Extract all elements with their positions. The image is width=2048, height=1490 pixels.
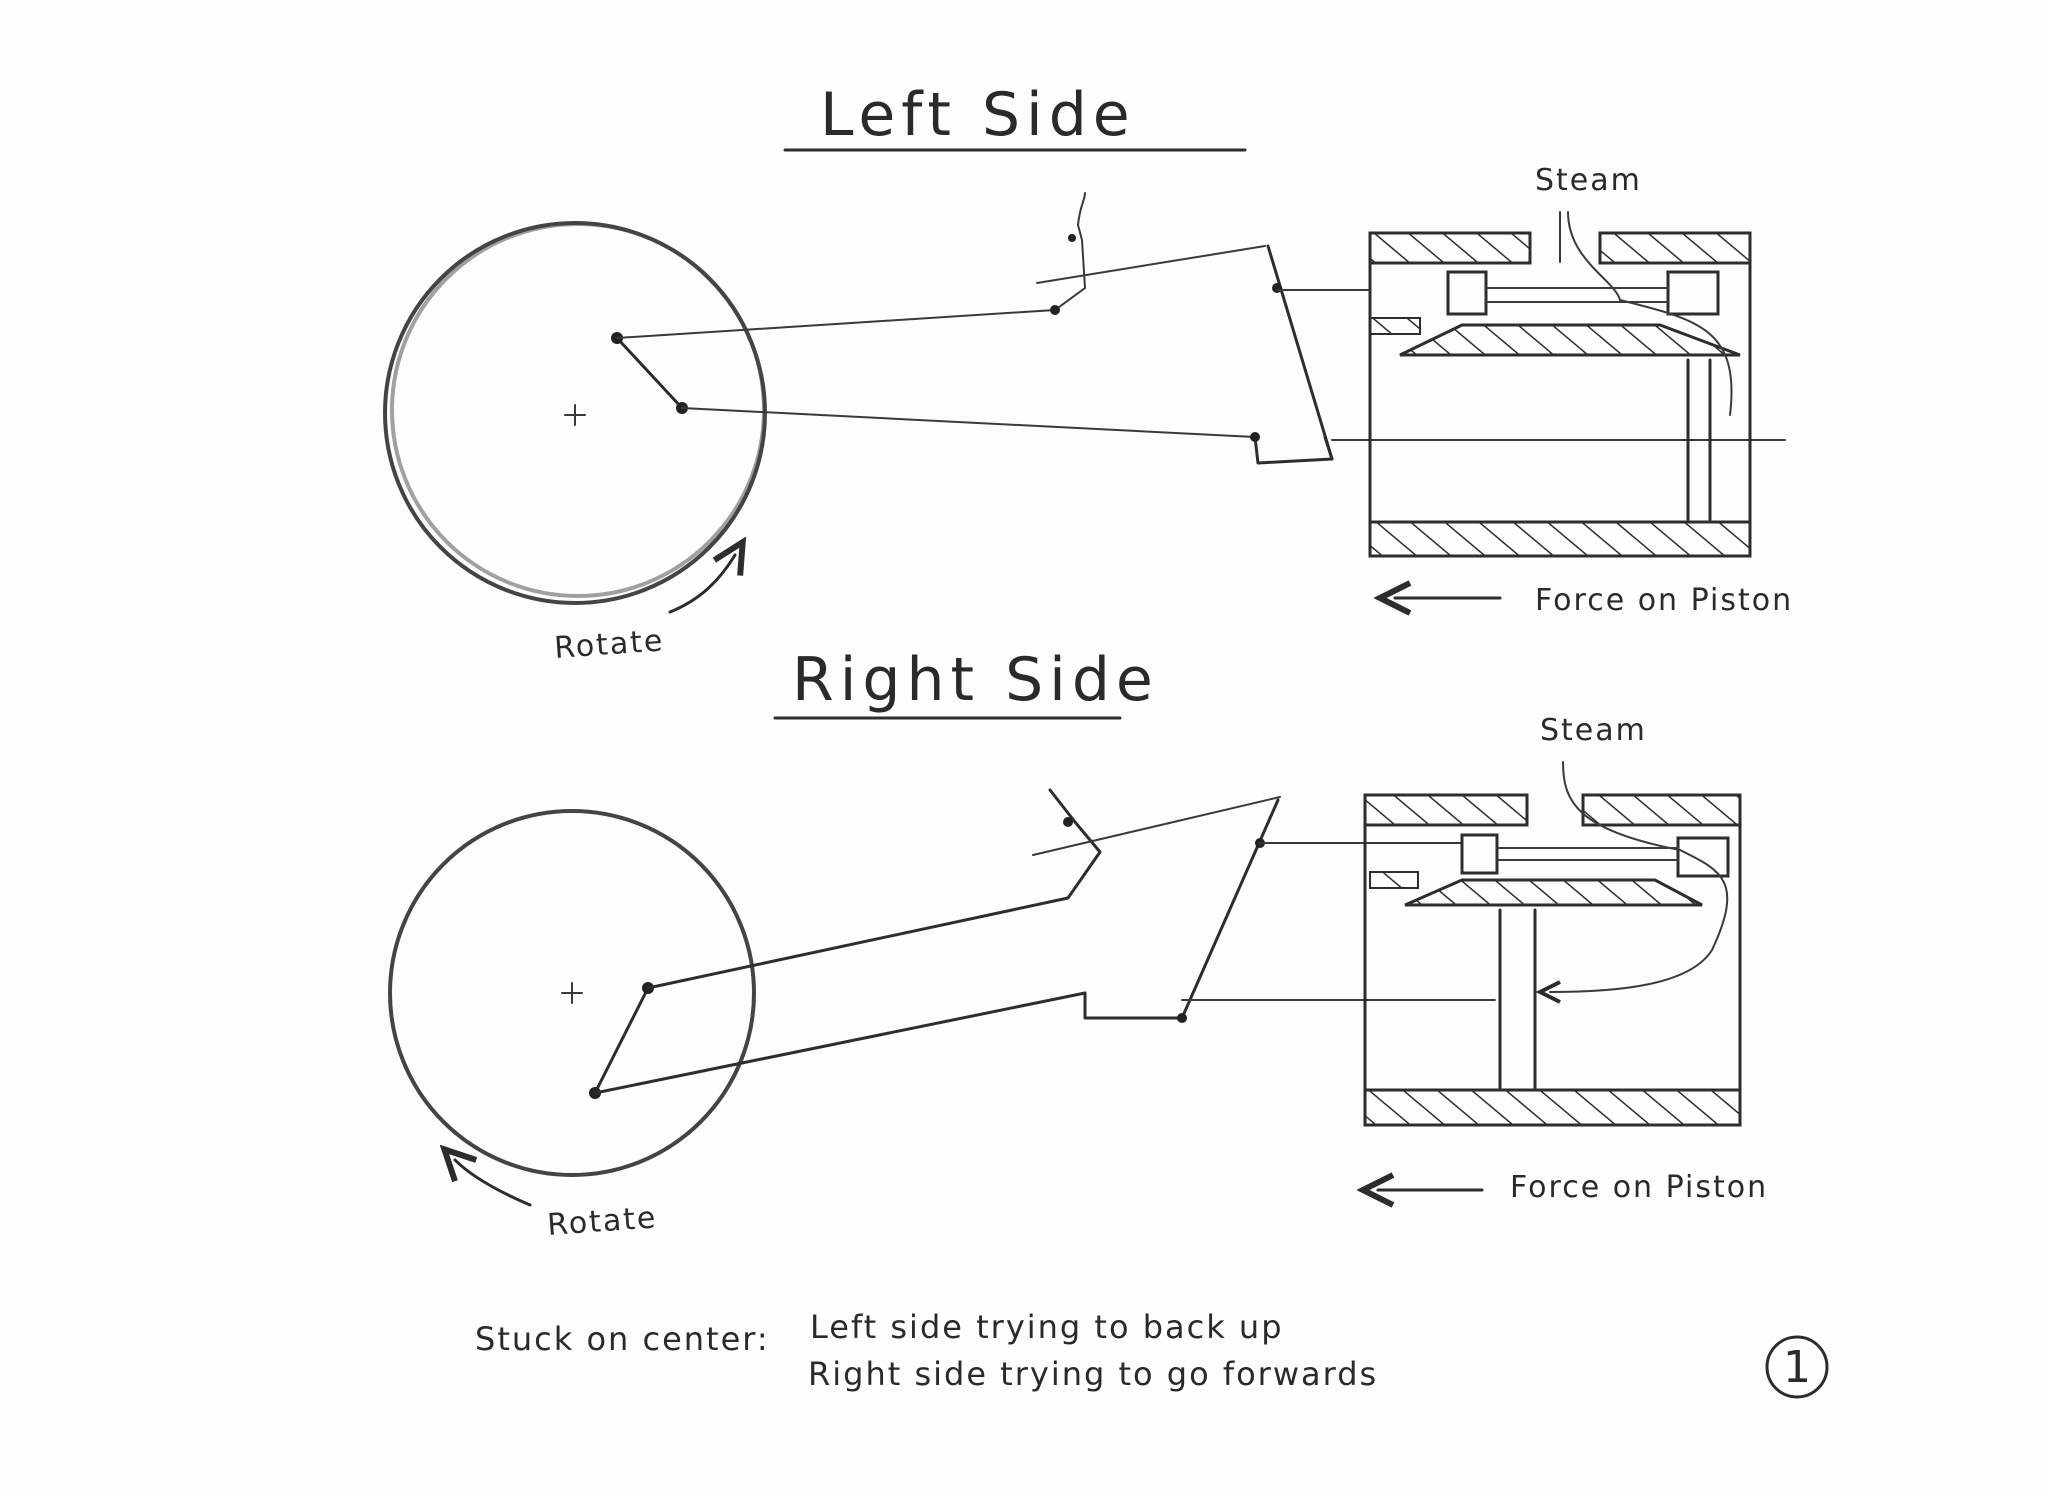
right-side-diagram: Right Side	[388, 645, 1768, 1243]
left-force-label: Force on Piston	[1535, 583, 1793, 618]
note-prefix: Stuck on center:	[475, 1320, 770, 1358]
right-valve-rod	[1032, 796, 1281, 856]
left-upper-rod	[616, 224, 1087, 339]
left-crank-arm	[615, 336, 684, 410]
right-flywheel	[388, 809, 756, 1177]
right-rotate-label: Rotate	[546, 1200, 658, 1243]
left-side-diagram: Left Side	[383, 80, 1793, 666]
left-side-title: Left Side	[820, 80, 1136, 150]
right-upper-rod	[646, 788, 1102, 990]
right-crank-arm	[593, 986, 650, 1095]
note-line-2: Right side trying to go forwards	[808, 1355, 1378, 1393]
right-cylinder	[1363, 761, 1742, 1127]
left-lower-rod	[681, 407, 1256, 438]
left-valve-rod	[1036, 245, 1266, 284]
left-rocker	[1266, 244, 1334, 461]
page-number-badge: 1	[1765, 1335, 1829, 1399]
left-cylinder	[1368, 211, 1752, 558]
right-rocker	[1180, 798, 1280, 1020]
right-steam-label: Steam	[1540, 713, 1647, 748]
right-rotate-arrow	[455, 1160, 532, 1207]
note-line-1: Left side trying to back up	[810, 1308, 1284, 1346]
right-force-label: Force on Piston	[1510, 1170, 1768, 1205]
right-lower-rod	[593, 991, 1087, 1095]
right-side-title: Right Side	[792, 645, 1159, 715]
left-rotate-arrow	[668, 555, 735, 614]
page-number: 1	[1783, 1342, 1811, 1393]
left-rotate-label: Rotate	[553, 623, 665, 666]
left-steam-label: Steam	[1535, 163, 1642, 198]
left-flywheel	[383, 221, 767, 605]
stuck-on-center-note: Stuck on center: Left side trying to bac…	[475, 1308, 1378, 1393]
